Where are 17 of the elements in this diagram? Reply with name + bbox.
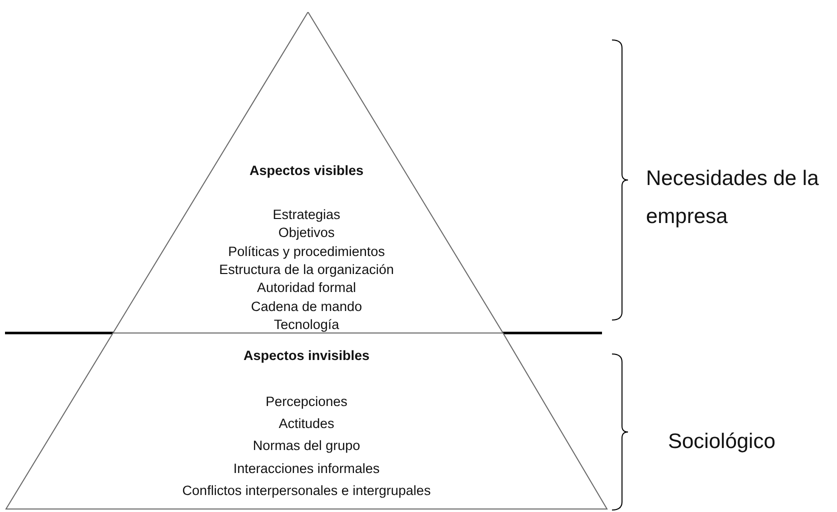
list-item: Normas del grupo [252,437,360,454]
section-heading: Aspectos visibles [249,162,364,179]
list-item: Estructura de la organización [219,260,394,278]
list-item: Interacciones informales [233,460,380,477]
list-item: Políticas y procedimientos [228,242,385,260]
list-item: Percepciones [266,393,348,410]
pyramid-base-section [5,333,608,510]
list-item: Conflictos interpersonales e intergrupales [182,482,431,499]
list-item: Cadena de mando [250,298,362,314]
list-item: Tecnología [274,316,340,333]
list-item: Actitudes [278,415,334,432]
section-heading: Aspectos invisibles [243,347,370,364]
bracket-label: Necesidades de la empresa [646,166,820,230]
bracket-label: Sociológico [668,429,776,455]
list-item: Objetivos [278,224,335,242]
list-item: Estrategias [272,206,340,223]
list-item: Autoridad formal [256,279,356,296]
